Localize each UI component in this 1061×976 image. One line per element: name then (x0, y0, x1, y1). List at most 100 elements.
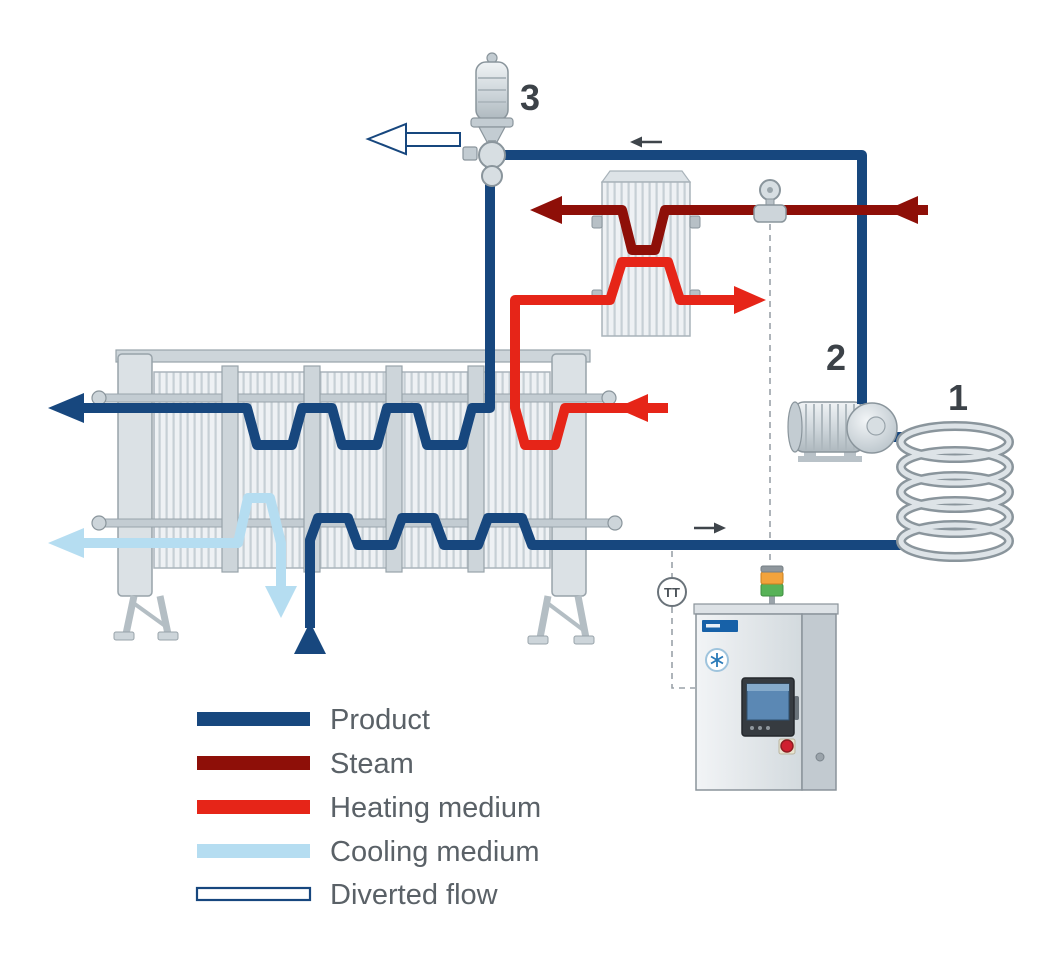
signal-tower-orange-light (760, 571, 784, 585)
plate-heat-exchanger (91, 349, 623, 645)
cooling-medium-line (84, 493, 286, 590)
legend-swatch-product (197, 712, 310, 726)
steam-valve (753, 179, 787, 223)
label-holding-coil: 1 (948, 377, 968, 418)
hmi-screen-header (747, 684, 789, 691)
cooling-drain-arrow (265, 586, 297, 618)
legend-item-cooling-medium: Cooling medium (197, 836, 540, 868)
cabinet-lock (815, 752, 825, 762)
she-bolt-left-top (591, 215, 603, 229)
pump-head-cap (866, 416, 886, 436)
cabinet-top (693, 603, 839, 615)
legend-label-heating: Heating medium (330, 792, 541, 824)
legend-item-diverted-flow: Diverted flow (195, 879, 499, 911)
control-signal-lines (671, 224, 771, 689)
steam-line (560, 205, 928, 255)
direction-arrow-top-head (630, 136, 642, 148)
product-inlet-arrow (294, 622, 326, 654)
legend-label-steam: Steam (330, 748, 414, 780)
temperature-transmitter: TT (657, 577, 687, 607)
legend-item-heating-medium: Heating medium (197, 792, 541, 824)
phe-foot-2 (157, 631, 179, 641)
actuator-yoke (478, 126, 506, 143)
legend-label-diverted: Diverted flow (330, 879, 499, 911)
direction-arrow-bottom-head (714, 522, 726, 534)
pump (787, 401, 865, 462)
legend-label-product: Product (330, 704, 430, 736)
pump-motor-fins (805, 404, 855, 450)
legend-swatch-diverted (195, 886, 312, 902)
pump-foot-1 (804, 450, 816, 458)
cabinet-side-panel (801, 613, 837, 791)
cabinet-logo-mark (706, 624, 720, 628)
pump-rear-cap (787, 401, 803, 453)
flow-direction-indicators (630, 136, 726, 534)
divert-valve (365, 52, 514, 187)
heating-return-arrow (734, 286, 766, 314)
legend-label-cooling: Cooling medium (330, 836, 540, 868)
phe-right-leg-brace (544, 600, 588, 634)
phe-foot-3 (527, 635, 549, 645)
phe-legs (113, 595, 595, 645)
she-top-face (600, 170, 692, 183)
legend-item-steam: Steam (197, 748, 414, 780)
heating-medium-line (510, 257, 754, 450)
valve-divert-port-flange (462, 146, 478, 161)
tt-label: TT (664, 585, 680, 600)
product-outlet-arrow (48, 393, 84, 423)
product-line-pump-to-valve (494, 150, 867, 404)
phe-left-frame-plate (117, 353, 153, 597)
coil-loops-outline (896, 421, 1014, 562)
phe-rod-nut-right-bottom (607, 515, 623, 531)
phe-rod-nut-right-top (601, 390, 617, 406)
diverted-flow-arrowhead (365, 122, 407, 156)
holding-coil (896, 421, 1014, 562)
cooling-outlet-arrow (48, 528, 84, 558)
hmi-button-3 (766, 726, 770, 730)
signal-tower-pole (769, 596, 775, 608)
steam-valve-hub (767, 187, 773, 193)
emergency-stop-button (780, 739, 794, 753)
legend-swatch-heating (197, 800, 310, 814)
signal-line-tt-to-cabinet (671, 607, 695, 689)
phe-top-rail (115, 349, 591, 363)
legend-swatch-cooling (197, 844, 310, 858)
valve-body-upper (478, 141, 506, 169)
phe-right-frame-plate (551, 353, 587, 597)
hmi-button-1 (750, 726, 754, 730)
component-number-labels: 3 2 1 (520, 77, 968, 418)
phe-rod-nut-left-bottom (91, 515, 107, 531)
product-line-inlet-section (305, 513, 905, 628)
valve-body-lower (481, 165, 503, 187)
cabinet-badge-snowflake-icon (710, 653, 724, 667)
coil-loops-highlight (898, 423, 1012, 560)
label-divert-valve: 3 (520, 77, 540, 118)
phe-foot-1 (113, 631, 135, 641)
steam-inlet-arrow (886, 196, 918, 224)
label-pump: 2 (826, 337, 846, 378)
product-line-outlet-section (84, 160, 495, 450)
pump-foot-2 (844, 450, 856, 458)
phe-rod-nut-left-top (91, 390, 107, 406)
phe-upper-tie-rod (95, 393, 615, 403)
phe-foot-4 (573, 635, 595, 645)
actuator-flange (470, 117, 514, 128)
legend-swatch-steam (197, 756, 310, 770)
actuator-bands (478, 77, 506, 103)
steam-outlet-arrow (530, 196, 562, 224)
legend: Product Steam Heating medium Cooling med… (195, 704, 541, 911)
steam-valve-body (753, 204, 787, 223)
cabinet-door-handle (794, 696, 799, 720)
flow-lines (48, 150, 928, 654)
phe-divider-1 (221, 365, 239, 573)
hmi-button-2 (758, 726, 762, 730)
phe-left-leg-brace (130, 600, 170, 630)
she-bolt-right-top (689, 215, 701, 229)
pump-base (798, 456, 862, 462)
heating-supply-arrow (616, 394, 648, 422)
diverted-flow-bar (405, 132, 461, 147)
signal-tower-green-light (760, 583, 784, 597)
signal-tower-cap (760, 565, 784, 573)
